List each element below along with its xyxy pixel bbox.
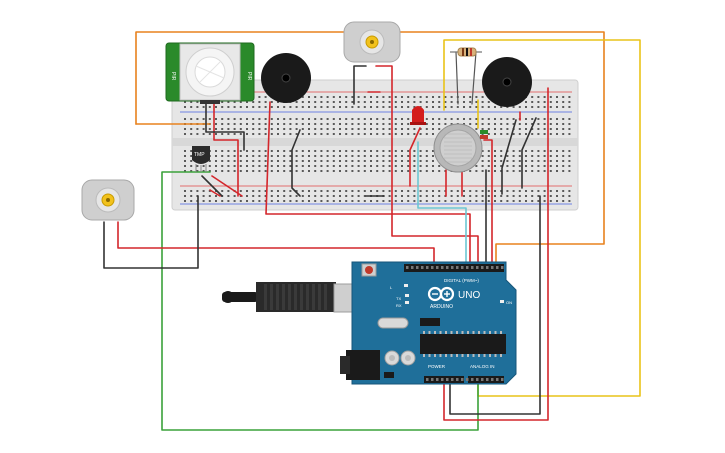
- gas-sensor-mesh: [444, 133, 472, 163]
- wire-red-gas-3: [483, 139, 493, 263]
- label-rx: RX: [396, 303, 402, 308]
- wire-red-pir: [213, 101, 239, 197]
- bottom-pins: [426, 378, 504, 381]
- wire-red-tmp: [211, 175, 243, 197]
- label-on: ON: [506, 300, 512, 305]
- wire-black-right-down: [449, 195, 541, 415]
- breadboard[interactable]: [171, 79, 579, 211]
- board-model: UNO: [458, 290, 480, 301]
- dc-motor-left[interactable]: [81, 179, 135, 221]
- wire-black-buzzer-left: [291, 129, 301, 197]
- tmp-label: TMP: [194, 152, 205, 158]
- crystal: [377, 317, 409, 329]
- red-led[interactable]: [410, 106, 426, 125]
- wire-black-buzzer-right: [501, 119, 517, 195]
- buzzer-left[interactable]: [261, 53, 311, 103]
- arduino-logo: [427, 286, 455, 302]
- wire-resistor-lead: [455, 51, 459, 105]
- pir-side-label-left: PIR: [170, 72, 176, 81]
- usb-grip: [264, 284, 327, 310]
- wire-black-pir: [205, 103, 245, 151]
- wire-red-bottom2: [209, 189, 221, 197]
- arduino-uno[interactable]: DIGITAL (PWM~) UNO ARDUINO L TX RX ON: [222, 261, 517, 385]
- temperature-sensor[interactable]: TMP: [192, 146, 210, 172]
- buzzer-right[interactable]: [482, 57, 532, 107]
- digital-header: [404, 264, 504, 272]
- resistor[interactable]: [450, 47, 482, 57]
- label-tx: TX: [396, 296, 401, 301]
- wire-red-right-down: [443, 87, 549, 421]
- wire-cyan: [417, 141, 467, 263]
- wire-resistor-lead-2: [471, 51, 477, 105]
- analog-header-label: ANALOG IN: [470, 364, 495, 369]
- wire-red-led: [409, 127, 421, 187]
- label-l: L: [390, 285, 393, 290]
- dc-motor-top[interactable]: [343, 21, 401, 63]
- pir-sensor[interactable]: PIR PIR: [165, 42, 255, 104]
- power-jack: [346, 350, 380, 380]
- wire-red-motor-top: [375, 65, 479, 263]
- digital-pins: [406, 266, 504, 269]
- gas-sensor[interactable]: [433, 123, 488, 173]
- chip-pins: [423, 331, 502, 357]
- wires: [103, 31, 641, 431]
- power-header: [424, 376, 464, 383]
- power-header-label: POWER: [428, 364, 446, 369]
- digital-header-label: DIGITAL (PWM~): [444, 278, 479, 283]
- pir-side-label-right: PIR: [246, 72, 252, 81]
- wire-orange-top: [135, 31, 605, 263]
- board-brand: ARDUINO: [430, 304, 453, 310]
- wire-black-motor-top: [353, 65, 367, 105]
- wire-black-right: [521, 117, 537, 189]
- wire-black-motor-left: [103, 195, 199, 269]
- atmega-chip: [420, 334, 506, 354]
- wire-black-tmp: [201, 175, 223, 197]
- wire-red-buzzer-left: [265, 101, 471, 263]
- wire-red-motor-left: [117, 221, 435, 263]
